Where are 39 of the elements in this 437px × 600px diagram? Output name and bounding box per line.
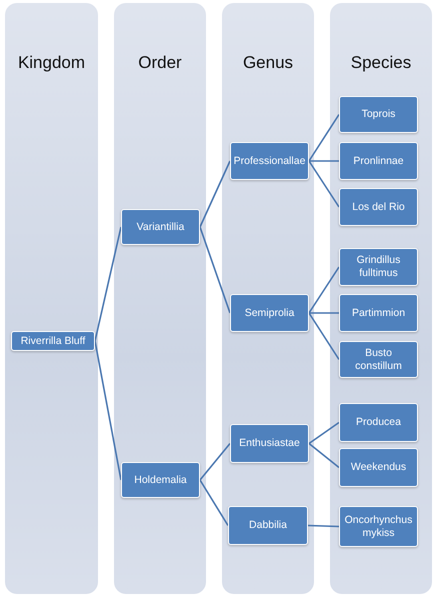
connector-line xyxy=(94,226,122,342)
taxon-box: Grindillus fulltimus xyxy=(339,248,418,286)
taxon-box: Pronlinnae xyxy=(339,142,418,180)
column-band xyxy=(5,3,98,594)
connector-line xyxy=(308,114,340,162)
connector-line xyxy=(199,443,231,480)
connector-line xyxy=(199,226,231,314)
column-heading: Species xyxy=(350,53,412,73)
connector-line xyxy=(199,160,231,228)
connector-line xyxy=(308,524,340,528)
connector-line xyxy=(308,422,340,444)
connector-line xyxy=(94,340,122,480)
column-heading: Order xyxy=(137,53,183,73)
taxon-box: Holdemalia xyxy=(121,462,200,498)
connector-line xyxy=(199,480,229,526)
connector-line xyxy=(308,266,340,314)
taxon-box: Riverrilla Bluff xyxy=(11,331,95,351)
taxon-box: Oncorhynchus mykiss xyxy=(339,506,418,547)
taxon-box: Dabbilia xyxy=(228,506,308,545)
connector-line xyxy=(308,160,340,208)
connector-line xyxy=(309,312,339,314)
column-band xyxy=(222,3,314,594)
taxon-box: Semiprolia xyxy=(230,294,309,332)
taxon-box: Weekendus xyxy=(339,448,418,487)
column-heading: Genus xyxy=(242,53,294,73)
taxon-box: Partimmion xyxy=(339,294,418,332)
column-band xyxy=(330,3,432,594)
taxon-box: Producea xyxy=(339,403,418,442)
taxon-box: Enthusiastae xyxy=(230,424,309,463)
connector-line xyxy=(308,312,340,360)
column-heading: Kingdom xyxy=(16,53,86,73)
connector-line xyxy=(308,442,340,468)
taxon-box: Busto constillum xyxy=(339,341,418,378)
taxon-box: Toprois xyxy=(339,96,418,133)
taxon-box: Los del Rio xyxy=(339,188,418,226)
taxon-box: Professionallae xyxy=(230,142,309,180)
column-band xyxy=(114,3,206,594)
connector-line xyxy=(309,160,339,162)
taxon-box: Variantillia xyxy=(121,209,200,245)
